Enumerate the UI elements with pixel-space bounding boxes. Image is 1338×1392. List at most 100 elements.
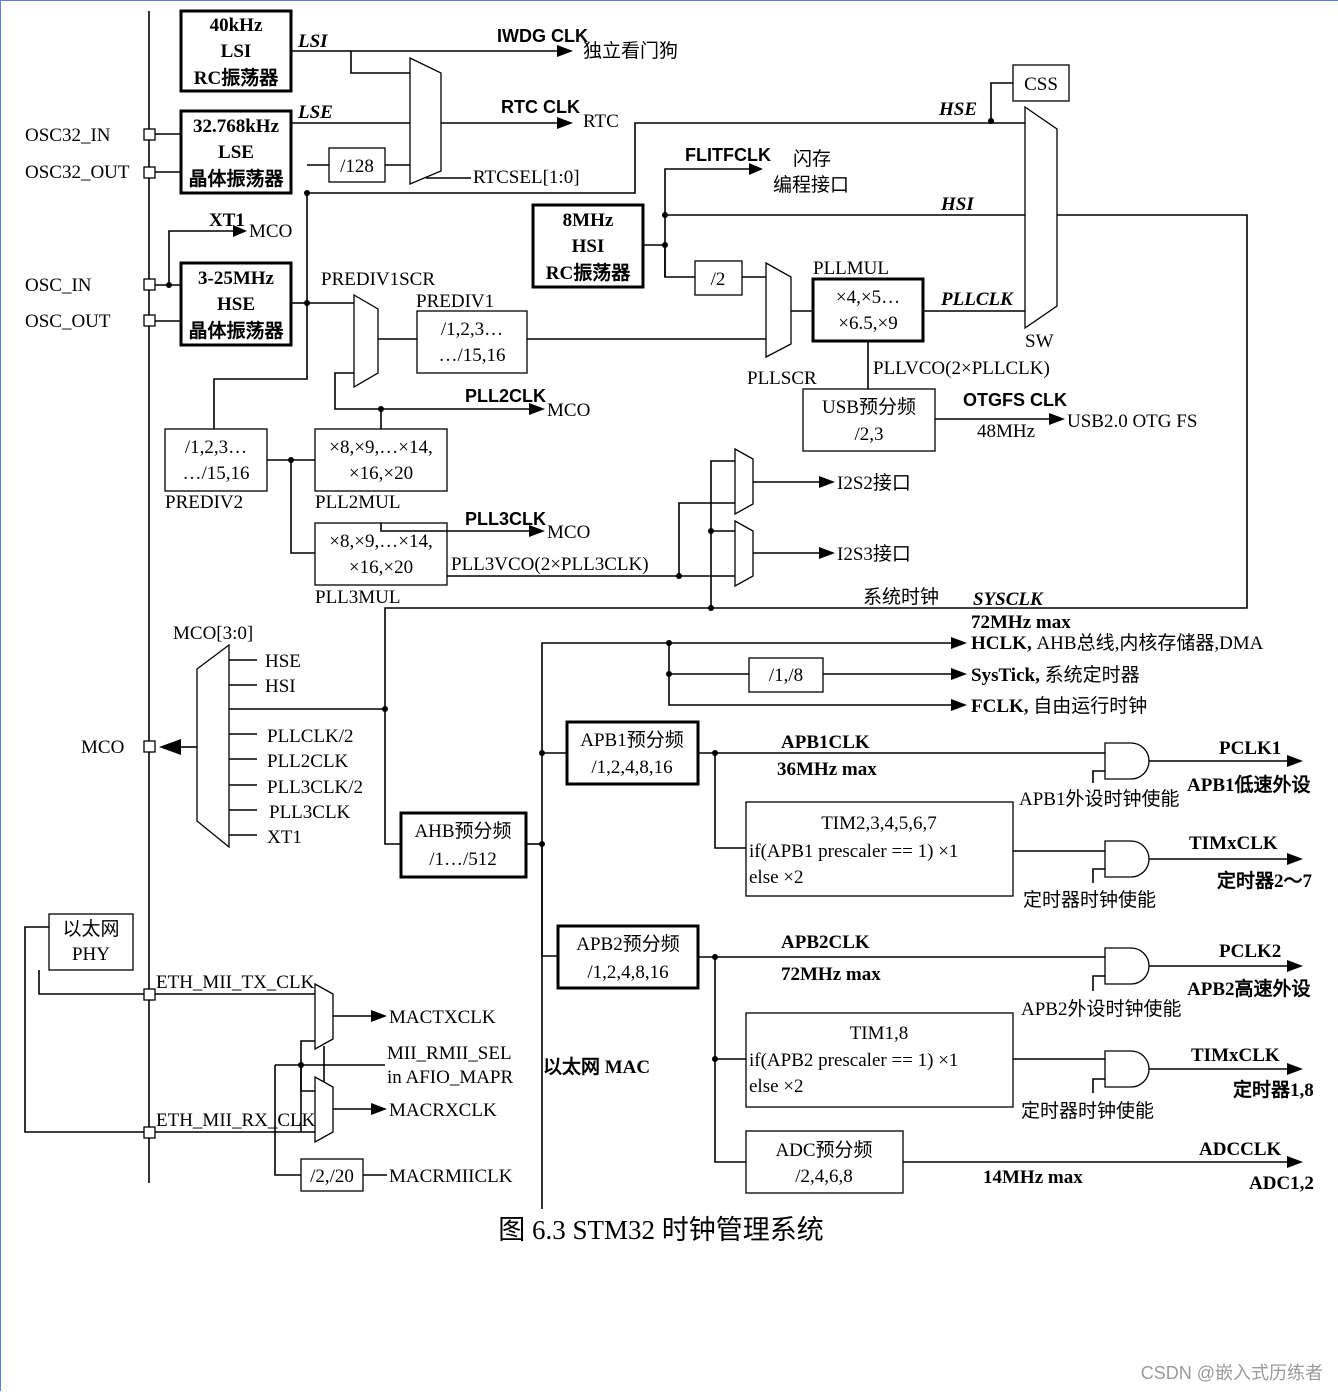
lsi-line1: 40kHz: [210, 15, 263, 36]
systick-label: SysTick, 系统定时器: [971, 664, 1140, 686]
pll3mul-line2: ×16,×20: [349, 557, 413, 578]
apb2-max: 72MHz max: [781, 964, 881, 985]
pll3clk-label: PLL3CLK: [465, 509, 546, 529]
prediv1-label: PREDIV1: [416, 291, 494, 312]
figure-caption: 图 6.3 STM32 时钟管理系统: [498, 1215, 824, 1245]
div128-label: /128: [340, 156, 374, 177]
lse-line2: LSE: [218, 142, 254, 163]
prediv1scr-mux: [353, 293, 379, 389]
timxclk2-and-gate: [1104, 1050, 1150, 1088]
pll3vco-label: PLL3VCO(2×PLL3CLK): [451, 554, 649, 575]
adc-max: 14MHz max: [983, 1167, 1083, 1188]
iwdg-clk-label: IWDG CLK: [497, 26, 588, 46]
tim27-box: [745, 801, 1014, 897]
hsi-signal-label: HSI: [940, 194, 974, 215]
timxclk2-label: TIMxCLK: [1191, 1045, 1280, 1066]
apb2clk-label: APB2CLK: [781, 932, 870, 953]
pclk1-and-gate: [1104, 742, 1150, 780]
adc12-label: ADC1,2: [1249, 1173, 1314, 1194]
pin-osc32-in: [143, 128, 156, 141]
lse-block: [179, 109, 293, 195]
apb1clk-label: APB1CLK: [781, 732, 870, 753]
rtcsel-mux: [409, 56, 442, 185]
pll3mul-label: PLL3MUL: [315, 587, 401, 608]
macrmiiclk-label: MACRMIICLK: [389, 1166, 513, 1187]
prediv2-label: PREDIV2: [165, 492, 243, 513]
ahb-prescaler-box: [399, 811, 528, 879]
pin-osc-in: [143, 278, 156, 291]
pin-label-osc-in: OSC_IN: [25, 275, 92, 296]
sysclk-label: SYSCLK: [973, 589, 1044, 610]
mactxclk-label: MACTXCLK: [389, 1007, 496, 1028]
pll2mul-line1: ×8,×9,…×14,: [329, 437, 432, 458]
hse-block: [179, 261, 293, 347]
usb-prescaler-line1: USB预分频: [822, 396, 916, 418]
pin-mco: [143, 740, 156, 753]
i2s3-dest: I2S3接口: [837, 543, 911, 565]
pllscr-label: PLLSCR: [747, 368, 817, 389]
pll2mul-box: [314, 428, 448, 492]
pll2clk-mco-label: MCO: [547, 400, 590, 421]
usb-dest: USB2.0 OTG FS: [1067, 411, 1197, 432]
apb1-prescaler-box: [565, 720, 700, 786]
prediv2-line2: …/15,16: [182, 463, 249, 484]
prediv1-line1: /1,2,3…: [441, 319, 503, 340]
pllscr-mux: [765, 261, 792, 359]
pin-eth-rx: [143, 1126, 156, 1139]
mco-in-pll3clk: PLL3CLK: [269, 802, 351, 823]
tim27-line2: if(APB1 prescaler == 1) ×1: [749, 841, 958, 862]
pllvco-label: PLLVCO(2×PLLCLK): [873, 358, 1050, 379]
pclk1-label: PCLK1: [1219, 738, 1281, 759]
tim18-line2: if(APB2 prescaler == 1) ×1: [749, 1050, 958, 1071]
xt1-mco-label: MCO: [249, 221, 292, 242]
mco-in-pllclk2: PLLCLK/2: [267, 726, 354, 747]
pin-eth-tx: [143, 988, 156, 1001]
mco-in-hsi: HSI: [265, 676, 296, 697]
div2-label: /2: [711, 269, 726, 290]
div2-box: [694, 260, 743, 296]
pllmul-line1: ×4,×5…: [836, 287, 900, 308]
sysclk-cn-label: 系统时钟: [863, 586, 939, 608]
tim27-line1: TIM2,3,4,5,6,7: [821, 813, 937, 834]
tim27-enable-label: 定时器时钟使能: [1023, 889, 1156, 911]
tim18-line3: else ×2: [749, 1076, 804, 1097]
i2s3-mux: [734, 519, 754, 588]
lse-line1: 32.768kHz: [193, 116, 280, 137]
flitfclk-label: FLITFCLK: [685, 145, 771, 165]
timxclk1-and-gate: [1104, 840, 1150, 878]
pllmul-label: PLLMUL: [813, 258, 889, 279]
tim18-out-label: 定时器1,8: [1233, 1078, 1314, 1101]
hsi-block: [531, 203, 645, 289]
rtc-clk-label: RTC CLK: [501, 97, 580, 117]
pin-osc-out: [143, 314, 156, 327]
macrx-mux: [314, 1075, 334, 1144]
lsi-signal-label: LSI: [297, 31, 328, 52]
adc-line1: ADC预分频: [775, 1139, 872, 1161]
pll2clk-label: PLL2CLK: [465, 386, 546, 406]
systick-div-box: [748, 657, 824, 693]
eth-mac-label: 以太网 MAC: [543, 1055, 650, 1078]
fclk-label: FCLK, 自由运行时钟: [971, 695, 1147, 717]
usb-prescaler-box: [802, 388, 936, 452]
ahb-line2: /1…/512: [429, 849, 497, 870]
pll3mul-line1: ×8,×9,…×14,: [329, 531, 432, 552]
hsi-line2: HSI: [572, 236, 605, 257]
systick-div-label: /1,/8: [769, 665, 803, 686]
usb-freq-label: 48MHz: [977, 421, 1035, 442]
tim18-box: [745, 1012, 1014, 1108]
adc-line2: /2,4,6,8: [795, 1166, 853, 1187]
tim18-enable-label: 定时器时钟使能: [1021, 1100, 1154, 1122]
timxclk1-label: TIMxCLK: [1189, 833, 1278, 854]
i2s2-mux: [734, 447, 754, 516]
rtc-dest: RTC: [583, 111, 619, 132]
pll2mul-label: PLL2MUL: [315, 492, 401, 513]
i2s2-dest: I2S2接口: [837, 472, 911, 494]
flash-dest-1: 闪存: [793, 148, 831, 170]
apb2-periph-label: APB2高速外设: [1187, 977, 1311, 1000]
hse-line3: 晶体振荡器: [188, 319, 284, 342]
pllmul-line2: ×6.5,×9: [838, 313, 897, 334]
lse-signal-label: LSE: [297, 102, 333, 123]
hse-signal-label: HSE: [938, 99, 977, 120]
pclk2-label: PCLK2: [1219, 941, 1281, 962]
